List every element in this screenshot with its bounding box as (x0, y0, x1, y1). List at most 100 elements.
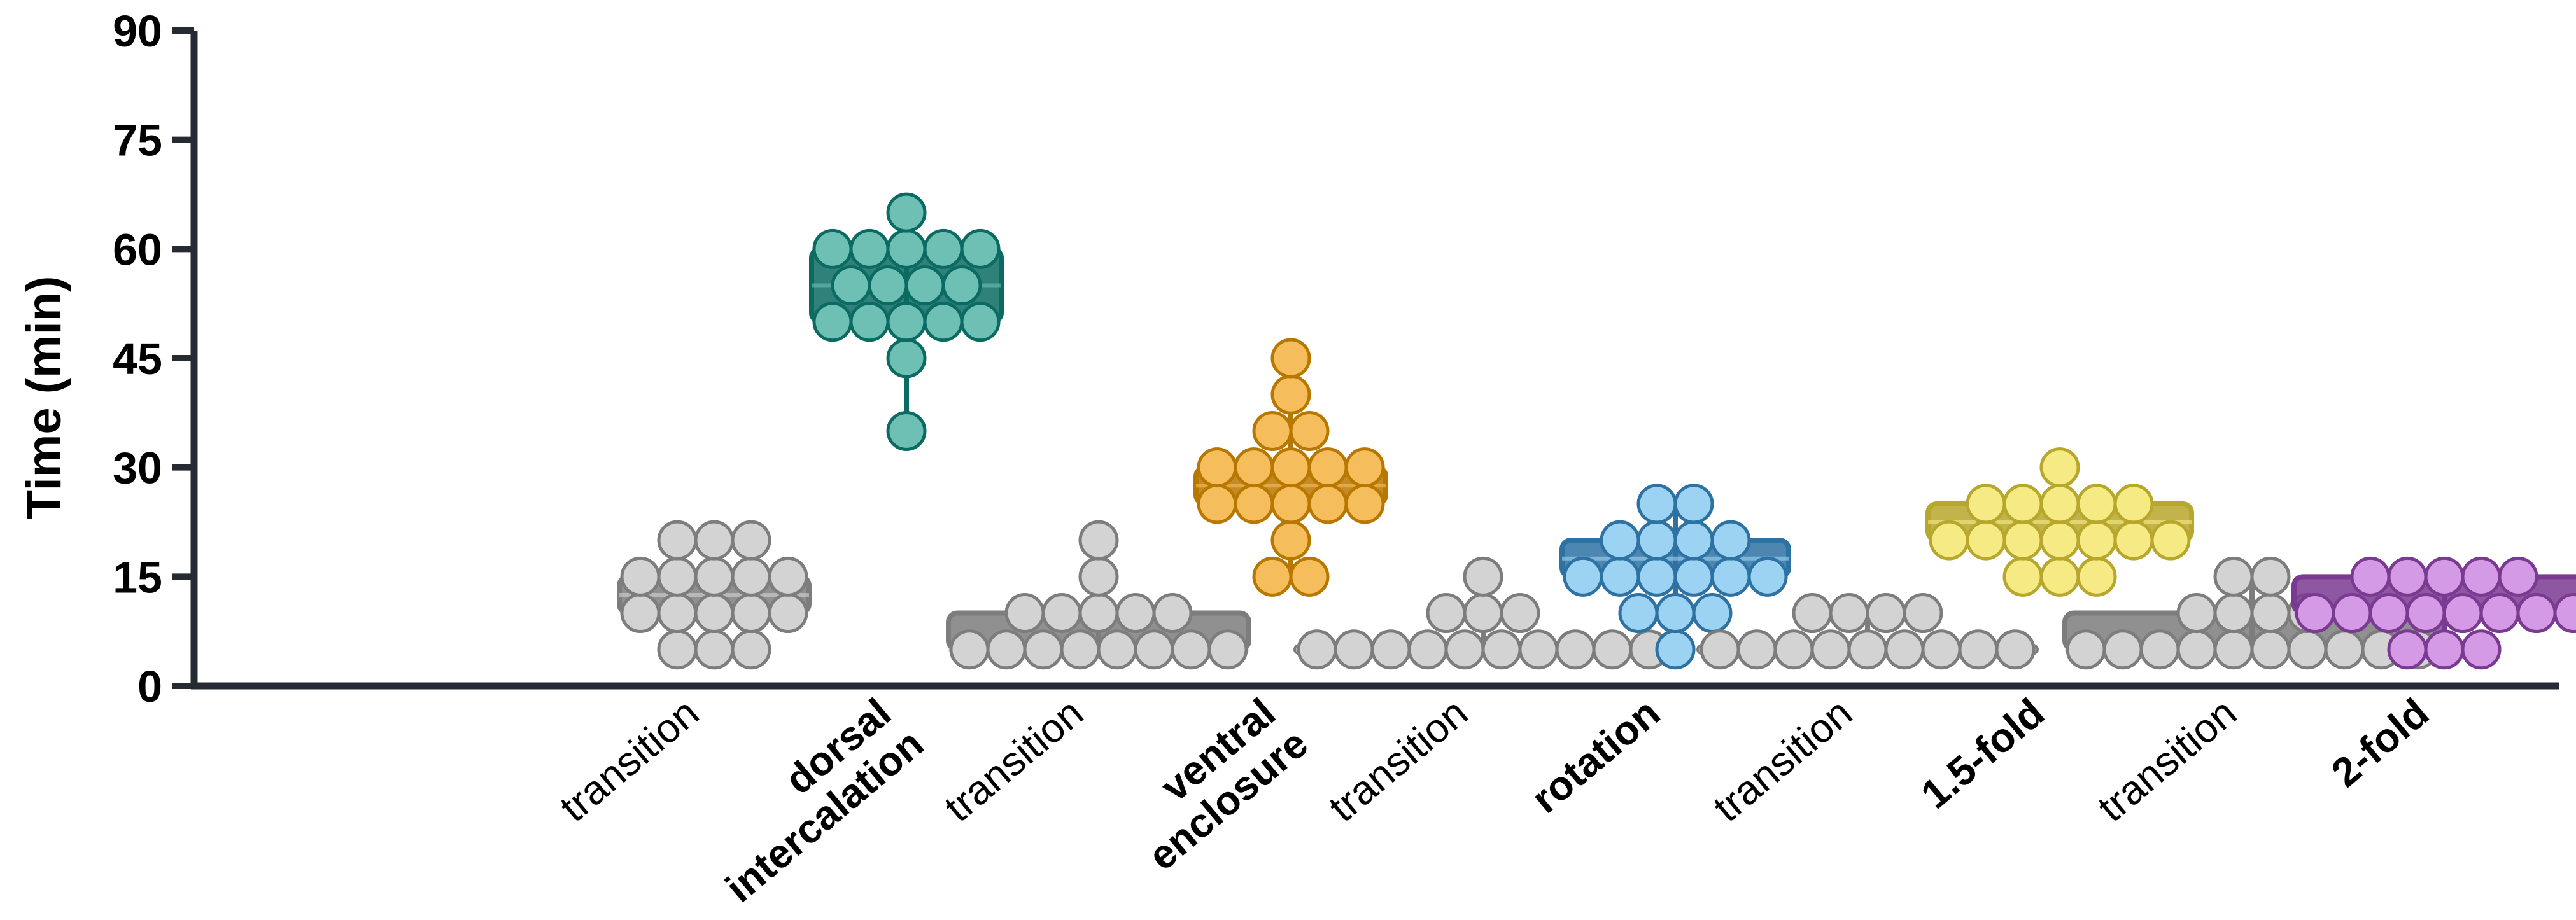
data-point (1463, 556, 1503, 597)
data-point (1600, 556, 1640, 597)
data-point (1921, 629, 1962, 670)
data-point (2324, 629, 2365, 670)
data-point (1097, 629, 1137, 670)
data-point (923, 302, 964, 342)
category-group (946, 520, 1251, 670)
data-point (620, 556, 661, 597)
data-point (886, 192, 927, 233)
plot-area (617, 192, 2576, 670)
data-point (2139, 629, 2180, 670)
data-point (2461, 629, 2502, 670)
data-point (1866, 593, 1906, 634)
data-point (923, 228, 964, 269)
y-axis-title: Time (min) (17, 276, 71, 520)
data-point (1673, 556, 1714, 597)
category-group (2291, 556, 2576, 670)
data-point (731, 520, 771, 561)
data-point (2250, 556, 2291, 597)
y-tick-label: 0 (137, 662, 162, 711)
data-point (1792, 593, 1833, 634)
data-point (886, 410, 927, 451)
data-point (1773, 629, 1814, 670)
data-point (2287, 629, 2328, 670)
data-point (960, 302, 1001, 342)
data-point (2076, 484, 2117, 524)
data-point (2076, 556, 2117, 597)
data-point (2213, 556, 2254, 597)
data-point (2002, 484, 2043, 524)
data-point (1500, 593, 1540, 634)
y-tick-label: 30 (113, 443, 162, 493)
x-tick-label: transition (551, 690, 707, 831)
y-tick-label: 75 (113, 116, 162, 165)
axes (190, 31, 2559, 690)
data-point (2516, 593, 2557, 634)
data-point (694, 593, 735, 634)
x-tick-label: dorsalintercalation (688, 686, 932, 910)
data-point (1344, 484, 1385, 524)
x-tick-label: transition (2089, 690, 2245, 831)
data-point (1270, 520, 1311, 561)
data-point (1115, 593, 1156, 634)
data-point (1636, 520, 1677, 561)
data-point (2076, 520, 2117, 561)
data-point (2113, 484, 2154, 524)
category-group (1559, 484, 1791, 670)
data-point (1252, 410, 1293, 451)
data-point (2213, 593, 2254, 634)
data-point (1234, 447, 1274, 488)
data-point (812, 302, 853, 342)
data-point (886, 302, 927, 342)
data-point (657, 520, 698, 561)
data-point (2424, 629, 2465, 670)
data-point (1600, 520, 1640, 561)
data-point (2387, 556, 2428, 597)
data-point (1289, 410, 1330, 451)
data-point (731, 629, 771, 670)
x-tick-label: ventralenclosure (1111, 686, 1316, 879)
y-tick-label: 45 (113, 334, 162, 384)
x-tick-label: rotation (1523, 690, 1668, 822)
x-tick-label: transition (1705, 690, 1861, 831)
data-point (1592, 629, 1633, 670)
data-point (1636, 484, 1677, 524)
data-point (812, 228, 853, 269)
data-point (904, 265, 945, 306)
data-point (1270, 338, 1311, 379)
data-point (2461, 556, 2502, 597)
data-point (1810, 629, 1851, 670)
data-point (1692, 593, 1733, 634)
data-point (2250, 629, 2291, 670)
data-point (1829, 593, 1869, 634)
data-point (2213, 629, 2254, 670)
data-point (2250, 593, 2291, 634)
data-point (1078, 556, 1119, 597)
data-point (731, 593, 771, 634)
category-group (1293, 556, 1673, 670)
data-point (2295, 593, 2335, 634)
data-point (1673, 520, 1714, 561)
data-point (831, 265, 871, 306)
y-tick-label: 90 (113, 6, 162, 56)
data-point (694, 629, 735, 670)
data-point (1334, 629, 1374, 670)
data-point (1023, 629, 1064, 670)
data-point (1655, 629, 1696, 670)
data-point (1747, 556, 1788, 597)
data-point (1252, 556, 1293, 597)
data-point (2102, 629, 2143, 670)
data-point (1270, 374, 1311, 415)
data-point (2002, 556, 2043, 597)
data-point (2424, 556, 2465, 597)
data-point (1004, 593, 1045, 634)
data-point (1995, 629, 2036, 670)
data-point (694, 556, 735, 597)
data-point (2039, 556, 2080, 597)
data-point (986, 629, 1027, 670)
data-point (1903, 593, 1943, 634)
data-point (768, 556, 808, 597)
data-point (2039, 484, 2080, 524)
data-point (1060, 629, 1101, 670)
